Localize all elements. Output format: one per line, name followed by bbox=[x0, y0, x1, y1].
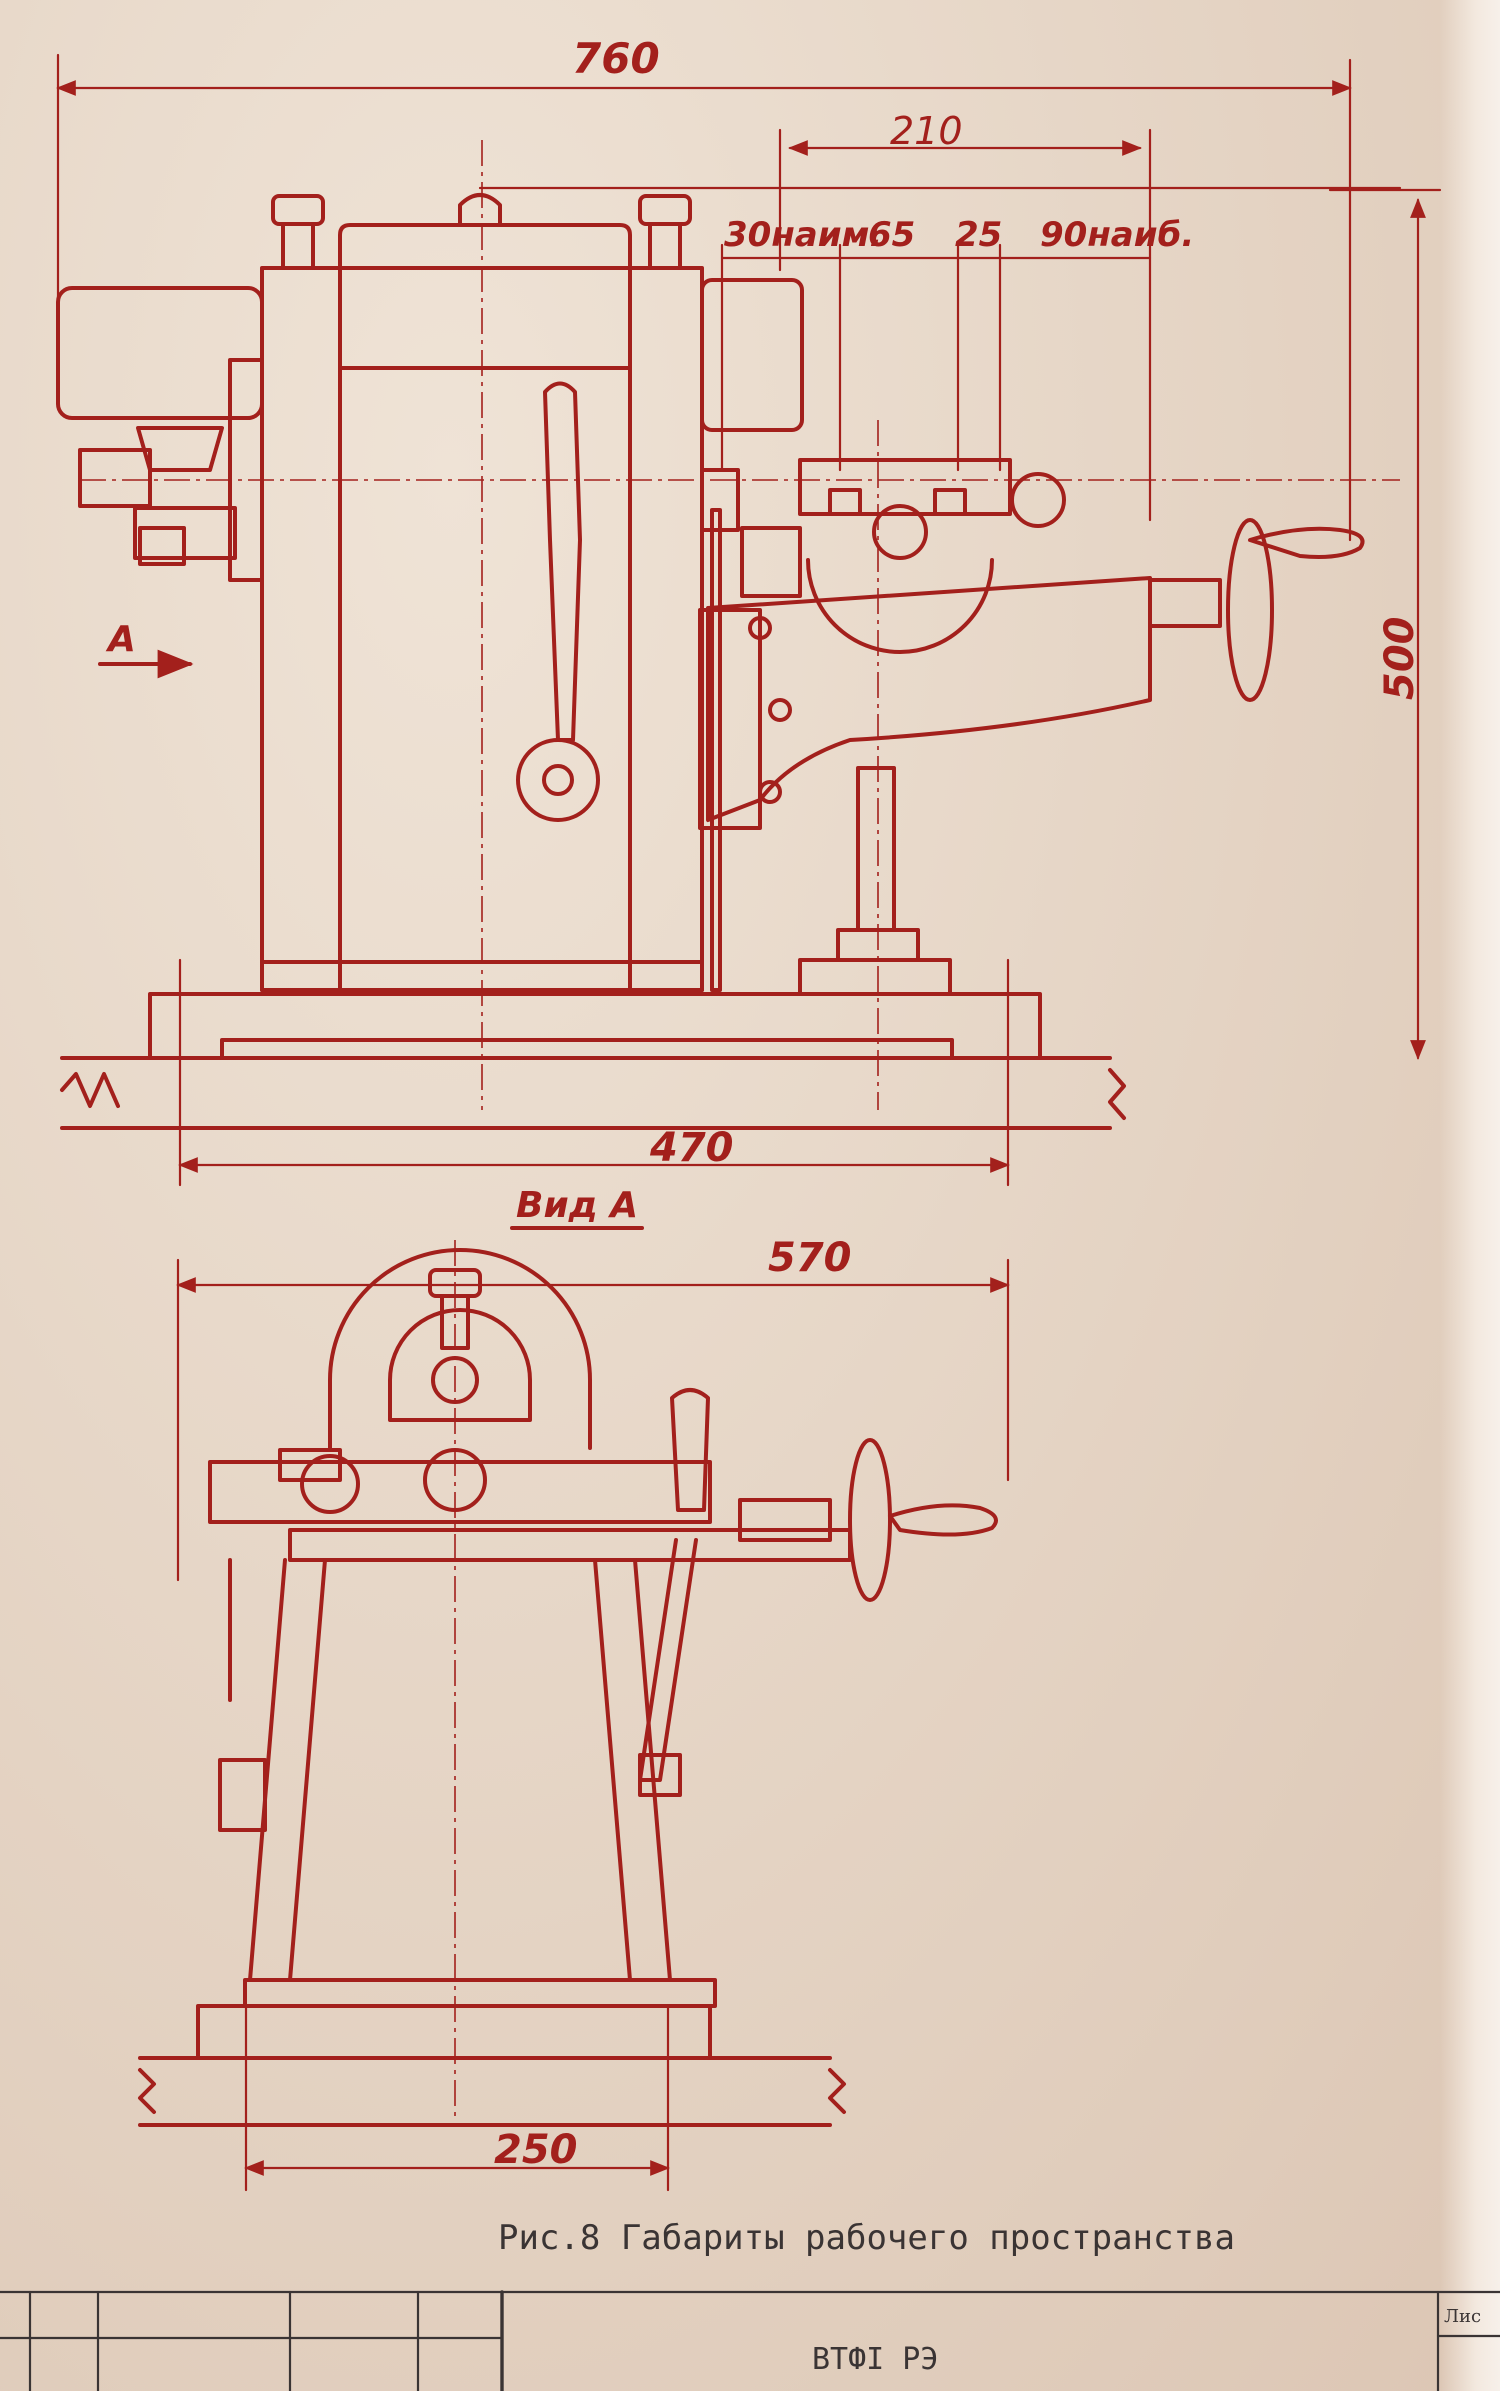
sheet-label: Лис bbox=[1444, 2306, 1482, 2327]
handwheel bbox=[1226, 518, 1274, 702]
bolt bbox=[768, 698, 792, 722]
lever-joint bbox=[638, 1753, 682, 1797]
gearbox-stub bbox=[78, 448, 152, 508]
front-base bbox=[196, 2004, 712, 2060]
break-mark bbox=[1108, 1068, 1126, 1120]
side-view bbox=[56, 53, 1442, 1187]
knee-bracket bbox=[706, 576, 1152, 822]
handwheel-grip bbox=[888, 1503, 998, 1537]
view-label: Вид А bbox=[516, 1185, 639, 1226]
work-table bbox=[798, 458, 1012, 516]
table-tslot bbox=[933, 488, 967, 516]
gearbox-foot bbox=[138, 526, 186, 566]
arch-window bbox=[388, 1308, 532, 1422]
title-block bbox=[0, 2290, 1500, 2391]
dim-90-max: 90наиб. bbox=[1040, 215, 1195, 255]
support-foot bbox=[798, 958, 952, 996]
gearbox bbox=[136, 426, 224, 472]
knob-stem bbox=[648, 222, 682, 270]
knee-slide bbox=[698, 608, 762, 830]
clamp-knob bbox=[271, 194, 325, 226]
dim-30-min: 30наим. bbox=[724, 215, 883, 255]
feed-shaft bbox=[1148, 578, 1222, 628]
right-leg bbox=[593, 1558, 672, 1982]
side-clamp bbox=[218, 1758, 267, 1832]
motor-bracket bbox=[228, 358, 264, 582]
break-mark bbox=[828, 2068, 846, 2114]
column-top bbox=[338, 223, 632, 270]
column-slide bbox=[710, 508, 722, 992]
top-cap bbox=[458, 193, 502, 227]
table-tslot bbox=[828, 488, 862, 516]
lever-hub bbox=[516, 738, 600, 822]
dim-500: 500 bbox=[1377, 616, 1423, 701]
bearing-cap bbox=[278, 1448, 342, 1482]
bolt bbox=[758, 780, 782, 804]
bearing-boss bbox=[300, 1454, 360, 1514]
handwheel bbox=[848, 1438, 892, 1602]
dim-470: 470 bbox=[650, 1125, 734, 1171]
knob-stem bbox=[281, 222, 315, 270]
lock-knob bbox=[1010, 472, 1066, 528]
swivel-scale bbox=[806, 558, 994, 654]
dim-760: 760 bbox=[572, 34, 660, 83]
swivel-pivot bbox=[872, 504, 928, 560]
dim-250: 250 bbox=[494, 2127, 578, 2173]
machine-column bbox=[260, 266, 704, 992]
clamp-knob bbox=[638, 194, 692, 226]
handwheel-grip bbox=[1248, 526, 1365, 559]
break-mark bbox=[60, 1072, 120, 1108]
arch-frame bbox=[328, 1248, 592, 1450]
frame-foot bbox=[243, 1978, 717, 2008]
machine-base bbox=[148, 992, 1042, 1060]
document-code: ВТФI РЭ bbox=[812, 2342, 939, 2377]
paper-edge bbox=[1440, 0, 1500, 2391]
figure-caption: Рис.8 Габариты рабочего пространства bbox=[498, 2218, 1235, 2258]
front-view bbox=[138, 1226, 1010, 2192]
lever-pin bbox=[542, 764, 574, 796]
feed-rod bbox=[288, 1528, 852, 1562]
dim-25: 25 bbox=[955, 215, 1003, 255]
dim-570: 570 bbox=[768, 1235, 852, 1281]
spindle-housing bbox=[700, 278, 804, 432]
bolt bbox=[748, 616, 772, 640]
control-lever bbox=[543, 381, 582, 742]
dim-65: 65 bbox=[868, 215, 916, 255]
feed-shaft bbox=[738, 1498, 832, 1542]
break-mark bbox=[138, 2068, 156, 2114]
left-leg bbox=[248, 1558, 327, 1982]
drive-motor bbox=[56, 286, 264, 420]
dim-210: 210 bbox=[890, 109, 963, 153]
view-marker-a: A bbox=[108, 619, 136, 660]
lever-rod bbox=[638, 1538, 698, 1782]
base-recess bbox=[220, 1038, 954, 1060]
table-slide bbox=[740, 526, 802, 598]
control-lever bbox=[670, 1388, 710, 1512]
support-post bbox=[856, 766, 896, 932]
cross-beam bbox=[208, 1460, 712, 1524]
